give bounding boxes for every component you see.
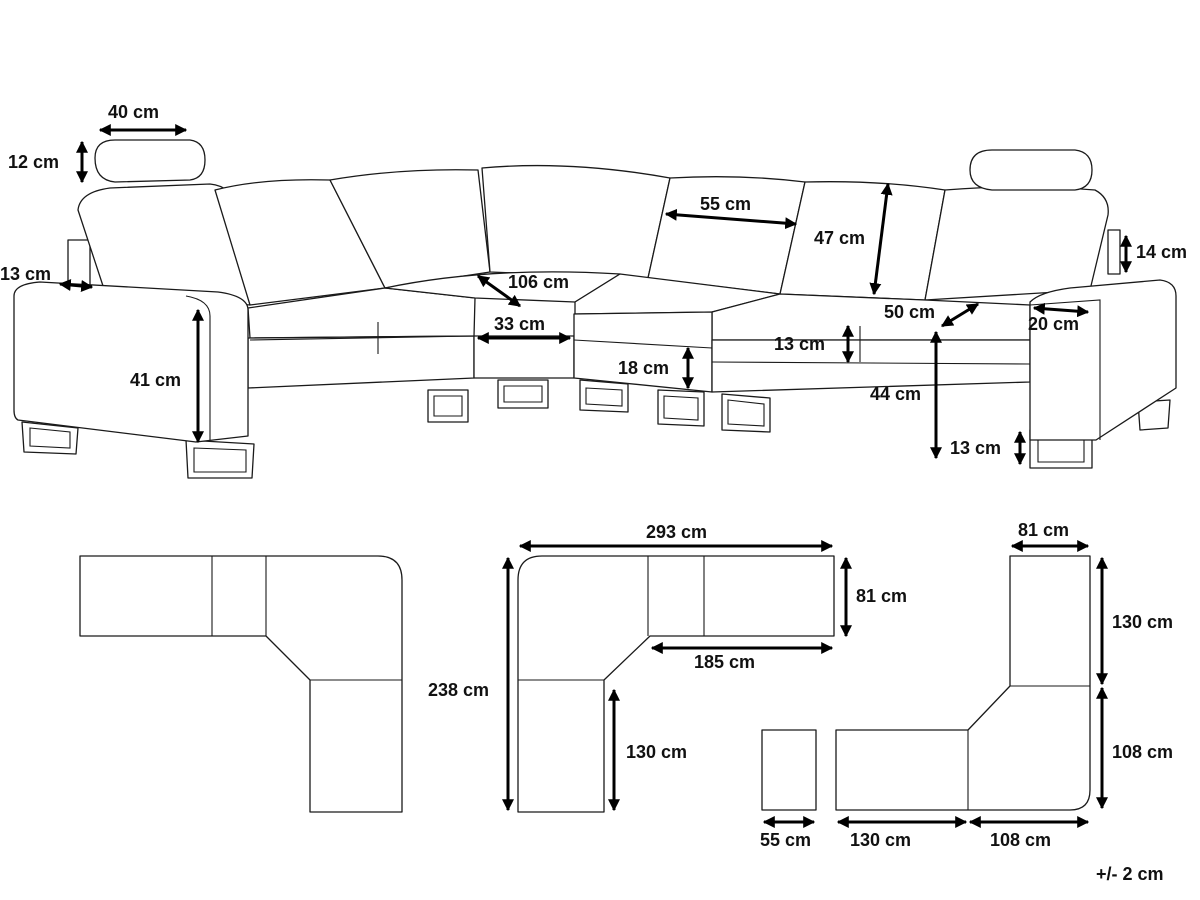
short-side-label: 130 cm <box>626 742 687 762</box>
bottom-left-label: 130 cm <box>850 830 911 850</box>
plan-outline-unlabeled <box>79 555 403 813</box>
seat-depth-corner-label: 106 cm <box>508 272 569 292</box>
module-width-top-label: 81 cm <box>1018 520 1069 540</box>
arm-height-label: 41 cm <box>130 370 181 390</box>
sofa-dimension-arrows <box>58 124 1132 466</box>
seat-depth-label: 50 cm <box>884 302 935 322</box>
ottoman-module <box>761 729 817 811</box>
headrest-height-label: 12 cm <box>8 152 59 172</box>
headrest-left <box>94 139 206 183</box>
backrest-cushion-3 <box>329 169 491 289</box>
backrest-cushion-4 <box>481 164 671 279</box>
armrest-width-right-label: 20 cm <box>1028 314 1079 334</box>
overall-depth-label: 238 cm <box>428 680 489 700</box>
tolerance-note: +/- 2 cm <box>1096 864 1164 884</box>
armrest-width-right-arrow <box>1032 302 1090 318</box>
sofa-dimension-labels: 40 cm 12 cm 13 cm 106 cm 55 cm 47 cm 14 … <box>0 102 1187 458</box>
seat-height-label: 44 cm <box>870 384 921 404</box>
seat-depth-corner-arrow <box>477 274 521 308</box>
sofa-perspective-illustration <box>13 139 1177 479</box>
ottoman-width-label: 55 cm <box>760 830 811 850</box>
cushion-thickness-label: 13 cm <box>774 334 825 354</box>
armrest-height-right-label: 14 cm <box>1136 242 1187 262</box>
seat-front-corner <box>473 335 575 379</box>
right-armrest <box>1029 279 1177 441</box>
backrest-height-label: 47 cm <box>814 228 865 248</box>
left-back-panel <box>67 239 91 291</box>
backrest-cushion-7 <box>924 186 1109 301</box>
backrest-width-arrow <box>664 208 798 230</box>
seat-front-left <box>247 335 475 389</box>
backrest-height-arrow <box>869 182 893 296</box>
headrest-right <box>969 149 1093 191</box>
right-upper-label: 130 cm <box>1112 612 1173 632</box>
bottom-right-label: 108 cm <box>990 830 1051 850</box>
plan-modules: 81 cm 130 cm 108 cm 55 cm 130 cm 108 cm <box>760 520 1173 850</box>
right-lower-label: 108 cm <box>1112 742 1173 762</box>
right-back-panel <box>1107 229 1121 275</box>
seat-cushion-depth-label: 33 cm <box>494 314 545 334</box>
overall-width-label: 293 cm <box>646 522 707 542</box>
armrest-width-left-arrow <box>58 279 94 292</box>
leg-height-label: 13 cm <box>950 438 1001 458</box>
seat-depth-arrow <box>940 302 980 328</box>
seat-top-right <box>711 293 1031 341</box>
long-side-label: 185 cm <box>694 652 755 672</box>
corner-module-outline <box>835 555 1091 811</box>
left-armrest <box>13 281 249 443</box>
backrest-width-label: 55 cm <box>700 194 751 214</box>
base-height-label: 18 cm <box>618 358 669 378</box>
seat-top-left <box>247 287 476 339</box>
headrest-width-label: 40 cm <box>108 102 159 122</box>
plan-outline-dimensioned: 293 cm 238 cm 81 cm 185 cm 130 cm <box>428 522 907 813</box>
armrest-width-left-label: 13 cm <box>0 264 51 284</box>
seat-front-middle <box>573 311 713 393</box>
sofa-legs <box>21 379 1171 479</box>
module-depth-label: 81 cm <box>856 586 907 606</box>
